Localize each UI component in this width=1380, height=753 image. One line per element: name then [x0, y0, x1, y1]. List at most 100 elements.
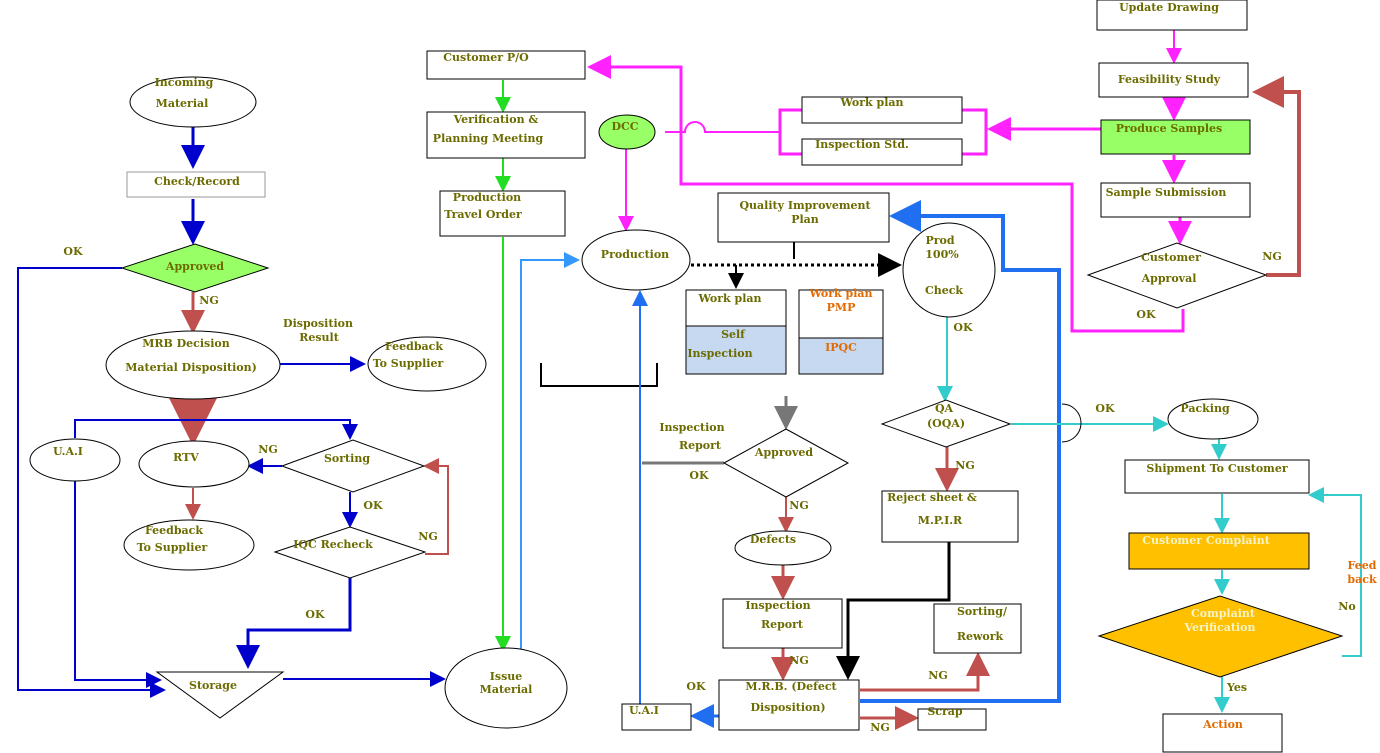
feasibility-study-label: Feasibility Study [1118, 73, 1221, 86]
check-record-label: Check/Record [154, 175, 240, 188]
mrb-decision-label-2: Material Disposition) [125, 361, 257, 374]
ng-qa-label: NG [955, 459, 974, 472]
defects-node [734, 530, 832, 566]
scrap-node [917, 708, 987, 731]
approved-left-label: Approved [165, 260, 224, 273]
ok-mrb-label: OK [686, 680, 706, 693]
ok-left-label: OK [63, 245, 83, 258]
quality-improvement-plan-label-1: Quality Improvement [739, 199, 871, 212]
edge-iqc-ok-to-storage [236, 578, 352, 669]
production-travel-order-label-2: Travel Order [444, 208, 522, 221]
inspection-std-node [801, 138, 963, 166]
verification-planning-node [426, 111, 586, 159]
mrb-decision-label-1: MRB Decision [142, 337, 230, 350]
approved-mid-node [722, 428, 850, 498]
customer-po-label: Customer P/O [443, 51, 529, 64]
ok-sorting-label: OK [363, 499, 383, 512]
edge-issue-to-production [520, 252, 580, 654]
feedback-supplier-bottom-label-2: To Supplier [137, 541, 208, 554]
shipment-to-customer-node [1124, 459, 1310, 494]
verification-planning-label-1: Verification & [453, 113, 539, 126]
prod-100-check-label-3: Check [925, 284, 963, 297]
bracket [540, 363, 658, 387]
ual-left-label: U.A.I [53, 445, 83, 458]
edge-mrb-branch [74, 419, 358, 440]
incoming-material-node [129, 76, 257, 128]
nodes [29, 0, 1344, 753]
ng-approved-mid-label: NG [789, 499, 808, 512]
work-plan-top-node [801, 96, 963, 124]
node-labels: Incoming Material Check/Record Approved … [53, 1, 1288, 731]
edge-prod-check-to-qa [937, 317, 953, 402]
edge-qa-ok-hop [1061, 403, 1082, 443]
action-node [1162, 713, 1283, 753]
feed-back-label-1: Feed [1348, 559, 1377, 572]
edge-labels: OK NG Disposition Result NG OK NG OK Ins… [63, 245, 1377, 734]
customer-po-node [426, 50, 586, 80]
customer-approval-label-2: Approval [1141, 272, 1197, 285]
qa-oqa-node [880, 399, 1012, 448]
workplan-pmp-node [798, 289, 884, 339]
quality-improvement-plan-node [717, 192, 890, 243]
edge-approval-ok-loop [587, 55, 1185, 333]
reject-sheet-label-1: Reject sheet & [887, 491, 977, 504]
edge-approved-ok-to-storage [17, 267, 166, 698]
workplan-pmp-label-1: Work plan [808, 287, 872, 300]
ng-mrb-scrap-label: NG [870, 721, 889, 734]
complaint-verification-label-1: Complaint [1191, 607, 1256, 620]
update-drawing-node [1096, 0, 1248, 31]
inspection-report-node [722, 598, 843, 649]
ng-sorting-label: NG [258, 443, 277, 456]
edge-docs-to-dcc [665, 121, 780, 133]
shipment-to-customer-label: Shipment To Customer [1146, 462, 1287, 475]
ok-customer-approval-label: OK [1136, 308, 1156, 321]
complaint-verification-node [1097, 595, 1344, 678]
feedback-supplier-bottom-node [123, 519, 255, 571]
sorting-rework-node [933, 603, 1022, 654]
ng-approved-left-label: NG [199, 294, 218, 307]
customer-approval-node [1086, 242, 1268, 309]
iqc-recheck-label: IQC Recheck [293, 538, 373, 551]
inspection-report-label-1: Inspection [745, 599, 810, 612]
edge-approval-ng-loop [1252, 76, 1301, 277]
disposition-result-label-1: Disposition [283, 317, 353, 330]
ual-mid-label: U.A.I [629, 704, 659, 717]
yes-complaint-label: Yes [1226, 681, 1247, 694]
mrb-decision-node [105, 330, 281, 400]
verification-planning-label-2: Planning Meeting [433, 132, 544, 145]
edge-docs-bracket-left [778, 108, 802, 156]
defects-label: Defects [750, 533, 796, 546]
sorting-rework-label-1: Sorting/ [957, 605, 1008, 618]
feed-back-label-2: back [1347, 573, 1377, 586]
sorting-left-label: Sorting [324, 452, 370, 465]
inspection-std-label: Inspection Std. [815, 138, 909, 151]
dcc-label: DCC [611, 120, 638, 133]
edge-ual-to-storage [74, 481, 162, 688]
prod-100-check-label-2: 100% [925, 248, 959, 261]
sample-submission-node [1100, 182, 1251, 218]
mrb-defect-node [718, 679, 860, 731]
disposition-result-label-2: Result [299, 331, 340, 344]
qa-oqa-label-2: (OQA) [927, 417, 965, 430]
storage-label: Storage [189, 679, 237, 692]
qa-oqa-label-1: QA [935, 402, 954, 415]
feedback-supplier-bottom-label-1: Feedback [145, 524, 203, 537]
production-label: Production [601, 248, 669, 261]
feedback-supplier-top-node [367, 336, 487, 392]
approved-left-node [120, 243, 270, 293]
self-inspection-label-1: Self [721, 328, 746, 341]
self-inspection-node [685, 325, 787, 375]
ok-qa-label: OK [1095, 402, 1115, 415]
edge-docs-bracket-right [962, 108, 988, 156]
ng-mrb-rework-label: NG [928, 669, 947, 682]
update-drawing-label: Update Drawing [1119, 1, 1219, 14]
ok-approved-mid-label: OK [689, 469, 709, 482]
complaint-verification-label-2: Verification [1184, 621, 1256, 634]
quality-improvement-plan-label-2: Plan [791, 213, 819, 226]
incoming-material-label-2: Material [156, 97, 209, 110]
ok-iqc-label: OK [305, 608, 325, 621]
ual-left-node [29, 438, 121, 482]
ng-customer-approval-label: NG [1262, 250, 1281, 263]
